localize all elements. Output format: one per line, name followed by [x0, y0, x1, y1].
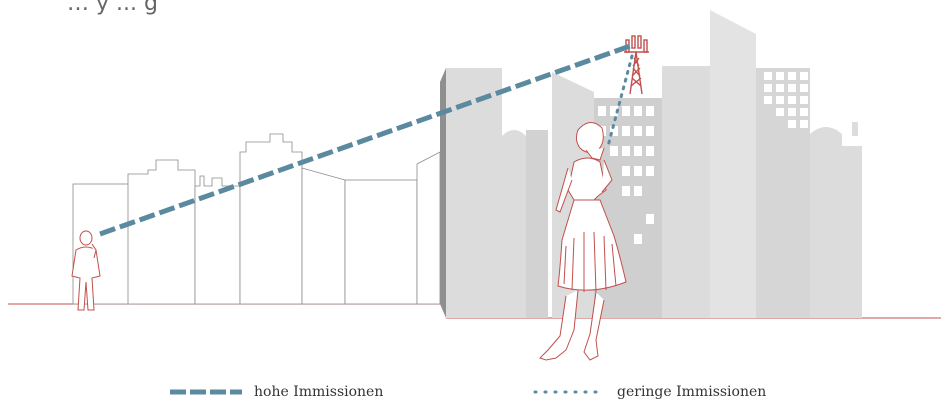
- building-block: [502, 130, 526, 318]
- outline-building: [416, 151, 441, 305]
- outline-building: [194, 175, 241, 305]
- legend-low: geringe Immissionen: [533, 384, 766, 400]
- outline-building: [127, 159, 196, 305]
- grey-buildings: [440, 10, 862, 318]
- building-block: [526, 130, 548, 318]
- man-with-phone-icon: [71, 230, 101, 311]
- legend-high: hohe Immissionen: [170, 384, 383, 400]
- legend-high-label: hohe Immissionen: [254, 384, 384, 400]
- outline-buildings: [72, 133, 441, 305]
- building-windows: [598, 72, 808, 264]
- building-block: [710, 10, 756, 318]
- cropped-header-text: … y ... g: [67, 0, 158, 16]
- high-emission-line: [99, 43, 631, 237]
- outline-building: [239, 133, 303, 305]
- building-shadow-edge: [440, 68, 446, 318]
- building-block: [662, 66, 710, 318]
- outline-building: [344, 179, 418, 305]
- building-chimney: [852, 122, 858, 136]
- outline-building: [301, 167, 346, 305]
- building-block: [810, 127, 862, 318]
- legend-dash-swatch: [170, 389, 242, 395]
- building-block: [756, 68, 810, 318]
- legend-dot-swatch: [533, 390, 605, 394]
- low-emission-line: [606, 54, 634, 148]
- legend-low-label: geringe Immissionen: [617, 384, 767, 400]
- woman-with-phone-icon: [539, 122, 627, 361]
- building-block: [446, 68, 502, 318]
- cell-tower-icon: [624, 35, 649, 95]
